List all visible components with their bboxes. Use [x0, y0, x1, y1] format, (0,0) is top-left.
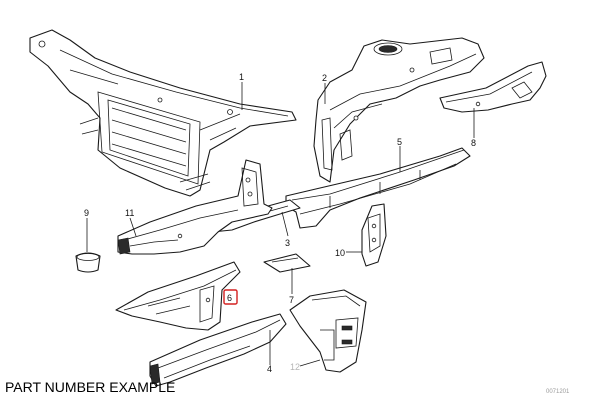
- part-1-front-panel[interactable]: [29, 29, 297, 197]
- callout-10: 10: [335, 248, 345, 258]
- leader-lines: [86, 82, 475, 367]
- callout-7: 7: [289, 295, 294, 305]
- part-12-mount-bracket[interactable]: [289, 289, 367, 373]
- callout-4: 4: [267, 364, 272, 374]
- part-6-lower-support[interactable]: [115, 261, 241, 331]
- part-2-wheel-house[interactable]: [313, 37, 485, 183]
- callout-6[interactable]: 6: [227, 293, 232, 303]
- callout-9: 9: [84, 208, 89, 218]
- callout-2: 2: [322, 73, 327, 83]
- part-4-lower-member[interactable]: [149, 313, 287, 387]
- part-10-vertical-bracket[interactable]: [361, 203, 387, 267]
- callout-11: 11: [125, 208, 134, 218]
- part-7-angle-bracket[interactable]: [263, 253, 311, 273]
- drawing-code: 0071201: [546, 389, 570, 395]
- callout-8: 8: [471, 138, 476, 148]
- callout-5: 5: [397, 137, 402, 147]
- part-11-lower-console[interactable]: [117, 159, 273, 255]
- highlight-box-6: [223, 289, 238, 305]
- callout-1: 1: [239, 72, 244, 82]
- part-8-rail-extension[interactable]: [439, 61, 547, 113]
- callout-3: 3: [285, 238, 290, 248]
- callout-12: 12: [290, 362, 300, 372]
- part-9-cap[interactable]: [75, 252, 101, 273]
- caption: PART NUMBER EXAMPLE: [5, 379, 176, 395]
